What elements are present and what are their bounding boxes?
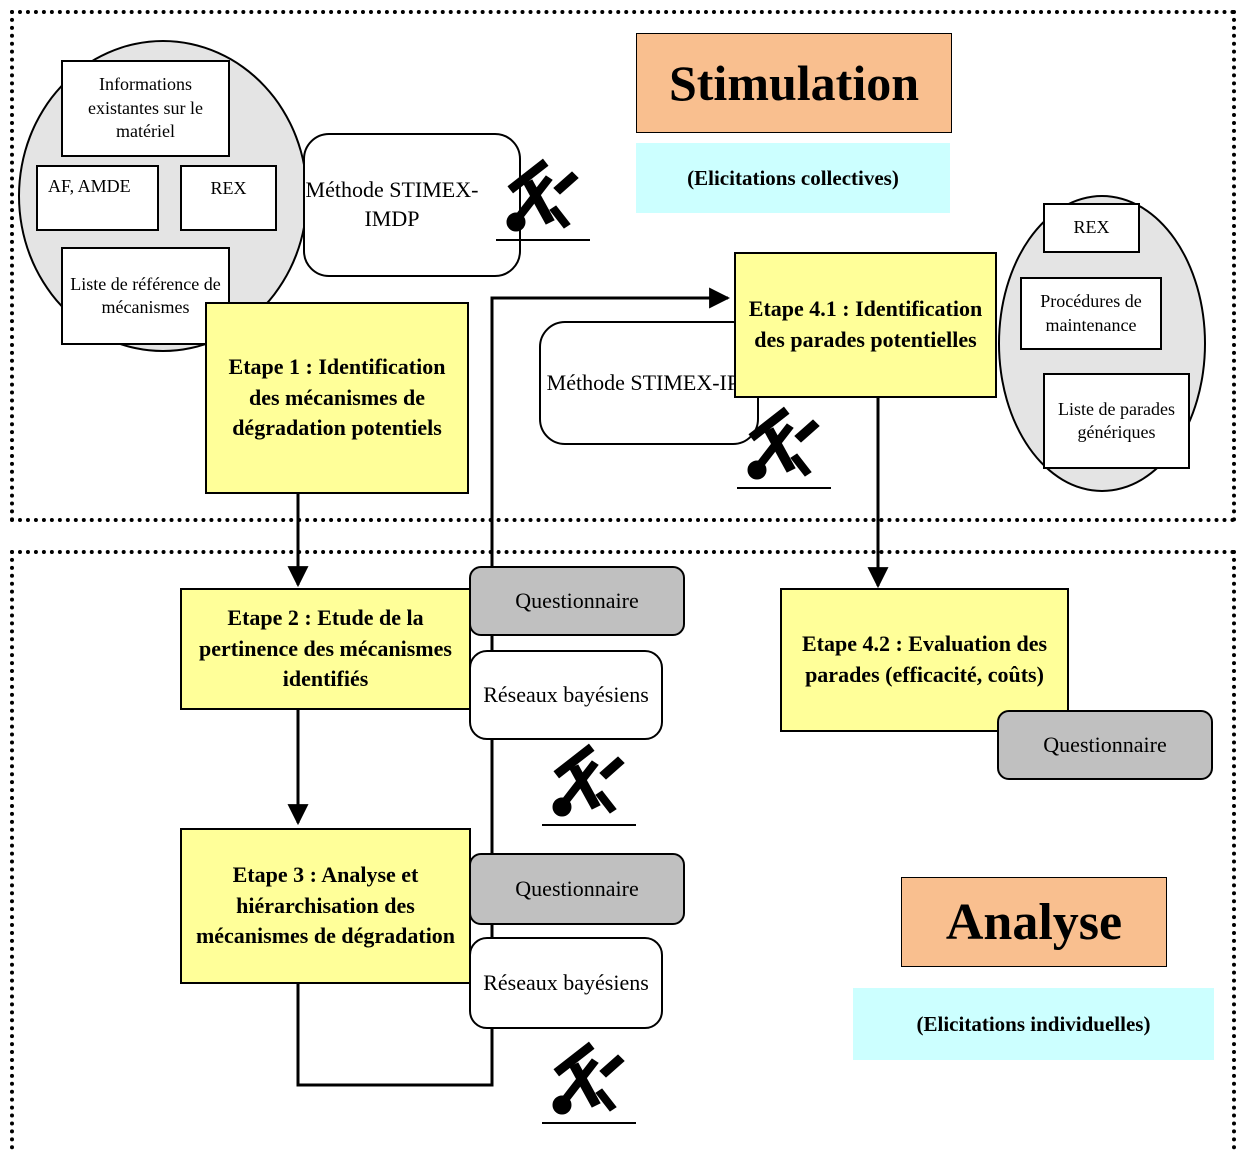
- tool-icon-step-3: [538, 1033, 636, 1125]
- rex-right-box: REX: [1043, 203, 1140, 253]
- step-1-box: Etape 1 : Identification des mécanismes …: [205, 302, 469, 494]
- method-ipp-callout: Méthode STIMEX-IPP: [539, 321, 759, 445]
- analyse-zone: [10, 550, 1236, 1150]
- analyse-title: Analyse: [901, 877, 1167, 967]
- af-amde-box: AF, AMDE: [36, 165, 159, 231]
- tool-icon-imdp: [492, 150, 590, 242]
- procedures-box: Procédures de maintenance: [1020, 277, 1162, 350]
- stimulation-title: Stimulation: [636, 33, 952, 133]
- feedback-loop: [296, 287, 731, 1087]
- tool-icon-step-2: [538, 735, 636, 827]
- step-3-box: Etape 3 : Analyse et hiérarchisation des…: [180, 828, 471, 984]
- step-2-box: Etape 2 : Etude de la pertinence des méc…: [180, 588, 471, 710]
- questionnaire-step-2: Questionnaire: [469, 566, 685, 636]
- liste-mecanismes-box: Liste de référence de mécanismes: [61, 247, 230, 345]
- method-imdp-callout: Méthode STIMEX-IMDP: [303, 133, 521, 277]
- info-materiel-box: Informations existantes sur le matériel: [61, 60, 230, 157]
- stimulation-zone: [10, 10, 1236, 522]
- step-4-2-box: Etape 4.2 : Evaluation des parades (effi…: [780, 588, 1069, 732]
- reseaux-step-3: Réseaux bayésiens: [469, 937, 663, 1029]
- reseaux-step-2: Réseaux bayésiens: [469, 650, 663, 740]
- tool-icon-ipp: [733, 398, 831, 490]
- analyse-subtitle: (Elicitations individuelles): [853, 988, 1214, 1060]
- liste-parades-box: Liste de parades génériques: [1043, 373, 1190, 469]
- step-4-1-box: Etape 4.1 : Identification des parades p…: [734, 252, 997, 398]
- stimulation-subtitle: (Elicitations collectives): [636, 143, 950, 213]
- questionnaire-step-4-2: Questionnaire: [997, 710, 1213, 780]
- rex-left-box: REX: [180, 165, 277, 231]
- questionnaire-step-3: Questionnaire: [469, 853, 685, 925]
